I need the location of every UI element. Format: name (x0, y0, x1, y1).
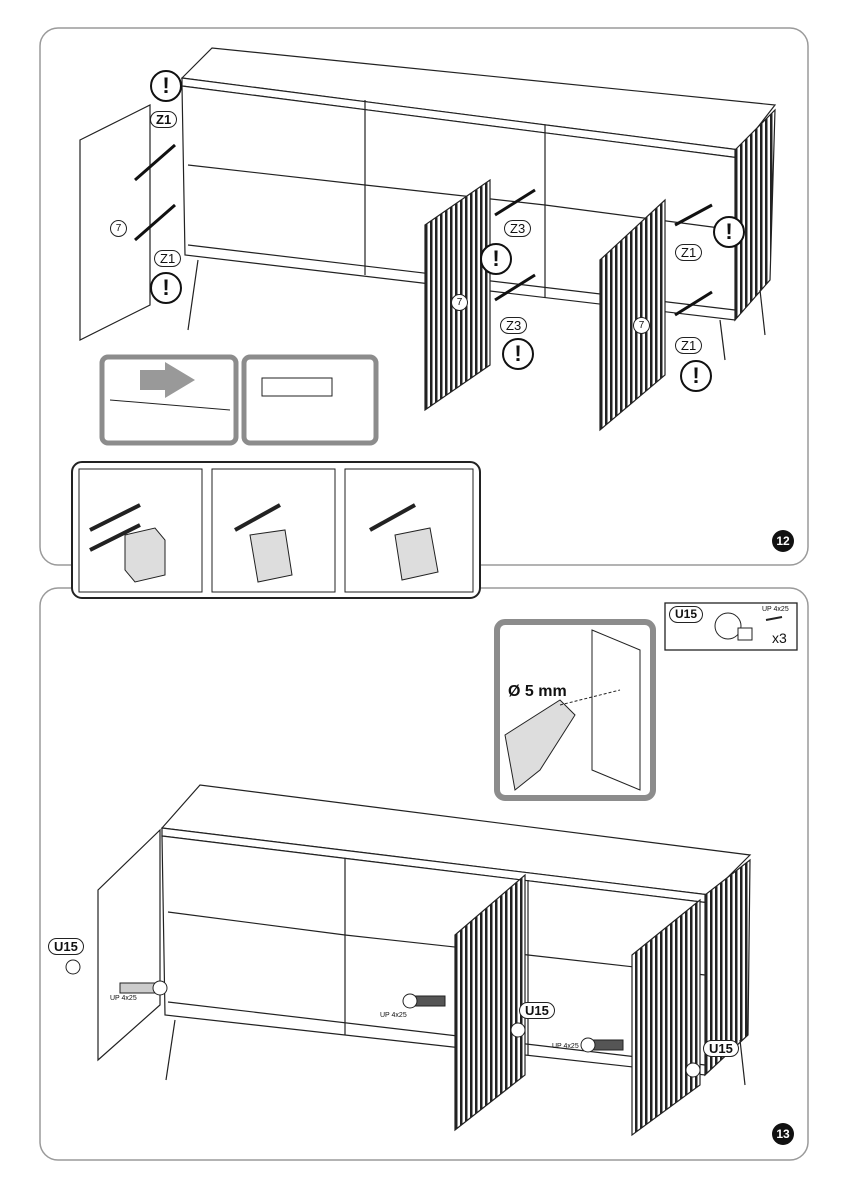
warning-icon: ! (502, 338, 534, 370)
step-number: 12 (772, 530, 794, 552)
part-number-badge: 7 (451, 294, 468, 311)
warning-icon: ! (713, 216, 745, 248)
cabinet-step-13 (97, 784, 752, 1137)
cabinet-step-12 (79, 47, 777, 432)
knob-label-u15: U15 (519, 1002, 555, 1019)
label-z1: Z1 (675, 244, 703, 261)
knob-icon (714, 612, 742, 640)
warning-icon: ! (150, 272, 182, 304)
drill-icon (504, 699, 576, 791)
insertion-arrows-step-12 (134, 143, 713, 317)
screw-label: UP 4x25 (552, 1043, 579, 1050)
label-z1: Z1 (154, 250, 182, 267)
part-number-badge: 7 (633, 317, 650, 334)
warning-icon: ! (480, 243, 512, 275)
label-z3: Z3 (504, 220, 532, 237)
warning-icon: ! (150, 70, 182, 102)
screw-label: UP 4x25 (110, 995, 137, 1002)
screw-icon (765, 616, 783, 621)
arrow-icon (140, 362, 195, 398)
knob-label-u15: U15 (703, 1040, 739, 1057)
door-panel (591, 629, 641, 791)
warning-icon: ! (680, 360, 712, 392)
drill-size-label: Ø 5 mm (508, 683, 567, 700)
hinge-detail-box-1 (99, 354, 239, 446)
label-z3: Z3 (500, 317, 528, 334)
part-number-badge: 7 (110, 220, 127, 237)
screws-and-knobs (65, 959, 701, 1078)
knob-label-u15: U15 (48, 938, 84, 955)
hinge-detail-box-2 (241, 354, 379, 446)
screw-label: UP 4x25 (380, 1012, 407, 1019)
label-z1: Z1 (675, 337, 703, 354)
step-number: 13 (772, 1123, 794, 1145)
quantity-label: x3 (772, 630, 787, 646)
part-label-u15: U15 (669, 606, 704, 623)
label-z1: Z1 (150, 111, 178, 128)
screw-label: UP 4x25 (762, 606, 789, 613)
